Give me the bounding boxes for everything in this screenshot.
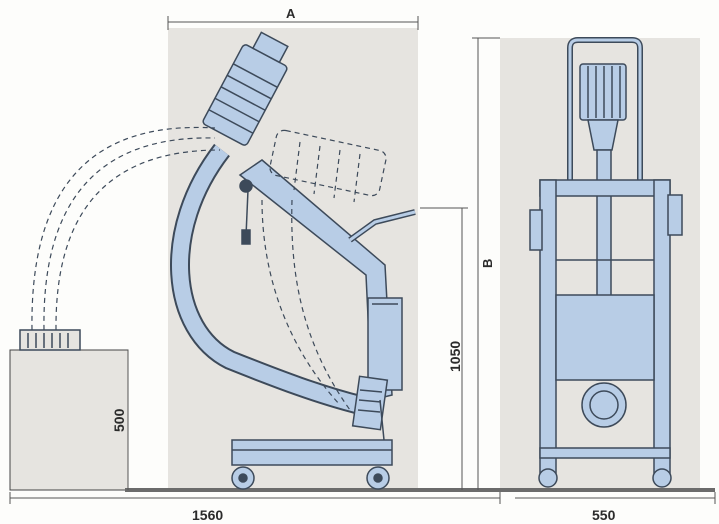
front-motor bbox=[579, 63, 627, 121]
control-box bbox=[367, 297, 403, 391]
front-tank bbox=[555, 294, 655, 381]
dim-label-1050: 1050 bbox=[447, 341, 463, 372]
dim-label-1560: 1560 bbox=[192, 507, 223, 523]
dimension-lines bbox=[9, 16, 716, 504]
dim-label-550: 550 bbox=[592, 507, 616, 523]
tank-platform bbox=[9, 349, 129, 491]
front-view-machine bbox=[529, 37, 683, 488]
ground-line bbox=[125, 488, 715, 492]
dim-label-b: B bbox=[480, 259, 495, 268]
side-view-machine bbox=[19, 31, 416, 490]
trolley-base bbox=[231, 439, 393, 466]
lever-rod bbox=[245, 189, 249, 237]
alternate-position-outline bbox=[31, 126, 387, 411]
dim-label-500: 500 bbox=[111, 408, 127, 432]
dim-label-a: A bbox=[286, 6, 296, 21]
pivot-joint bbox=[239, 179, 253, 193]
motor bbox=[202, 31, 289, 146]
suction-strainer bbox=[19, 329, 81, 351]
front-frame bbox=[539, 179, 671, 197]
